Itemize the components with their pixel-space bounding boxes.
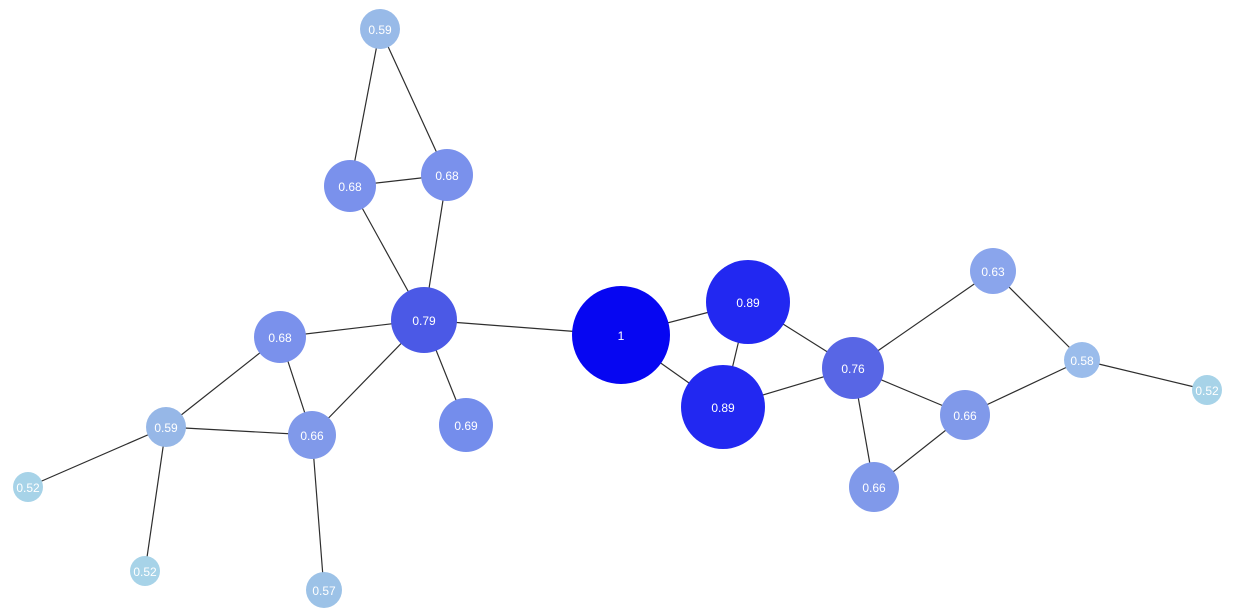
graph-node[interactable]: 0.57 [306,572,342,608]
graph-node-circle[interactable] [681,365,765,449]
graph-node[interactable]: 0.89 [681,365,765,449]
graph-node-circle[interactable] [706,260,790,344]
graph-node-circle[interactable] [288,411,336,459]
graph-node[interactable]: 0.52 [130,556,160,586]
graph-node[interactable]: 0.63 [970,248,1016,294]
graph-node-circle[interactable] [306,572,342,608]
graph-node-circle[interactable] [439,398,493,452]
graph-node-circle[interactable] [421,149,473,201]
graph-node[interactable]: 1 [572,286,670,384]
graph-node-circle[interactable] [1064,342,1100,378]
graph-edge [144,426,167,572]
graph-node[interactable]: 0.66 [940,390,990,440]
graph-edge [349,28,381,187]
graph-edge [311,434,325,591]
graph-node-circle[interactable] [572,286,670,384]
graph-node-circle[interactable] [254,311,306,363]
graph-node-circle[interactable] [849,462,899,512]
graph-node-circle[interactable] [324,160,376,212]
nodes-layer: 0.59 0.68 0.68 0.79 0.68 0.59 0.66 0.52 0.52 0.57… [13,9,1222,608]
graph-node[interactable]: 0.59 [146,407,186,447]
graph-node[interactable]: 0.69 [439,398,493,452]
graph-edge [379,28,448,176]
graph-node[interactable]: 0.76 [822,337,884,399]
graph-node[interactable]: 0.68 [421,149,473,201]
graph-node[interactable]: 0.66 [849,462,899,512]
graph-node-circle[interactable] [940,390,990,440]
graph-node[interactable]: 0.79 [391,287,457,353]
graph-node-circle[interactable] [130,556,160,586]
graph-node-circle[interactable] [146,407,186,447]
graph-node[interactable]: 0.59 [360,9,400,49]
graph-node[interactable]: 0.68 [254,311,306,363]
graph-node-circle[interactable] [360,9,400,49]
graph-node[interactable]: 0.66 [288,411,336,459]
graph-node-circle[interactable] [391,287,457,353]
graph-node[interactable]: 0.52 [1192,375,1222,405]
graph-node[interactable]: 0.58 [1064,342,1100,378]
graph-node[interactable]: 0.68 [324,160,376,212]
graph-edge [1081,359,1208,391]
graph-node-circle[interactable] [1192,375,1222,405]
graph-node[interactable]: 0.89 [706,260,790,344]
graph-node-circle[interactable] [13,472,43,502]
graph-edge [165,426,313,436]
graph-node[interactable]: 0.52 [13,472,43,502]
graph-node-circle[interactable] [970,248,1016,294]
graph-node-circle[interactable] [822,337,884,399]
graph-edge [27,426,167,488]
